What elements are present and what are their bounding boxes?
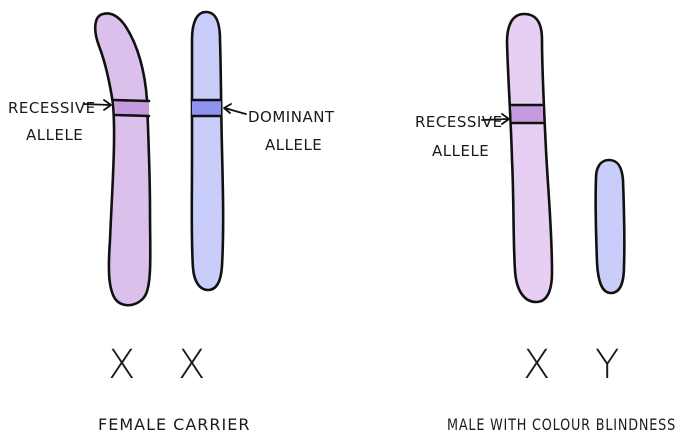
male-x-chromosome-recessive [507, 14, 552, 302]
female-carrier-group: RECESSIVE ALLELE DOMINANT ALLELE X X FEM… [8, 12, 335, 434]
female-chromosome-letter-2: X [178, 342, 205, 388]
female-dominant-label-line1: DOMINANT [248, 108, 335, 126]
female-dominant-allele-band [192, 100, 221, 116]
male-recessive-label-line2: ALLELE [432, 142, 489, 160]
male-recessive-label-line1: RECESSIVE [415, 113, 503, 131]
female-x-chromosome-body-2 [192, 12, 223, 290]
female-recessive-label-line2: ALLELE [26, 126, 83, 144]
male-colour-blind-group: RECESSIVE ALLELE X Y MALE WITH COLOUR BL… [415, 14, 676, 434]
male-colour-blind-caption: MALE WITH COLOUR BLINDNESS [447, 415, 676, 434]
female-recessive-label-line1: RECESSIVE [8, 99, 96, 117]
female-dominant-pointer-arrow [224, 104, 246, 114]
female-chromosome-letter-1: X [108, 342, 135, 388]
female-recessive-band-bottom-line [115, 115, 149, 116]
female-recessive-band-top-line [114, 100, 149, 101]
female-x-chromosome-dominant [192, 12, 223, 290]
male-x-chromosome-body [507, 14, 552, 302]
male-recessive-allele-band [511, 105, 543, 123]
female-carrier-caption: FEMALE CARRIER [98, 415, 250, 434]
female-x-chromosome-recessive [95, 13, 150, 305]
male-chromosome-letter-2: Y [595, 342, 619, 388]
male-y-chromosome [596, 160, 625, 293]
female-recessive-allele-band [115, 100, 149, 116]
female-x-chromosome-body [95, 13, 150, 305]
female-dominant-label-line2: ALLELE [265, 136, 322, 154]
male-chromosome-letter-1: X [523, 342, 550, 388]
